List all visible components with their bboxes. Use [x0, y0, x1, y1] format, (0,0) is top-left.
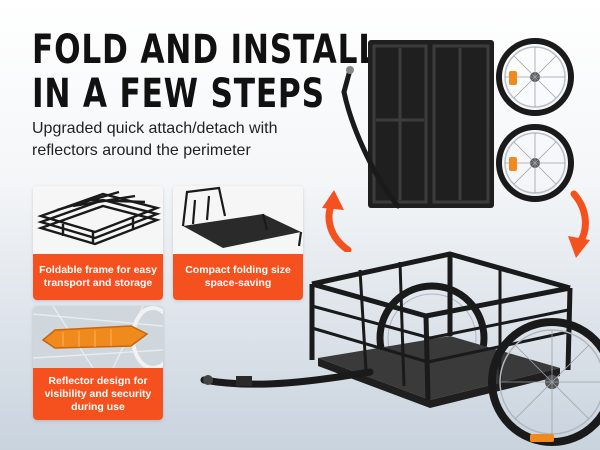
arrow-down-icon [556, 190, 596, 260]
subtitle: Upgraded quick attach/detach with reflec… [32, 120, 278, 159]
feature-caption: Foldable frame for easy transport and st… [33, 254, 163, 300]
folded-trailer-frame [340, 30, 500, 210]
feature-card-foldable: Foldable frame for easy transport and st… [33, 186, 163, 300]
title-line-1: FOLD AND INSTALL [32, 27, 379, 73]
feature-caption: Reflector design for visibility and secu… [33, 368, 163, 420]
feature-card-reflector: Reflector design for visibility and secu… [33, 306, 163, 420]
bike-cargo-trailer [200, 240, 600, 450]
feature-card-compact: Compact folding size space-saving [173, 186, 303, 300]
arrow-up-icon [318, 188, 362, 252]
folding-frame-photo [173, 186, 303, 254]
wheel-pair [495, 35, 585, 215]
folded-frame-photo [33, 186, 163, 254]
page-title: FOLD AND INSTALL IN A FEW STEPS [32, 27, 379, 117]
reflector-photo [33, 306, 163, 368]
feature-caption: Compact folding size space-saving [173, 254, 303, 300]
title-line-2: IN A FEW STEPS [32, 71, 325, 117]
